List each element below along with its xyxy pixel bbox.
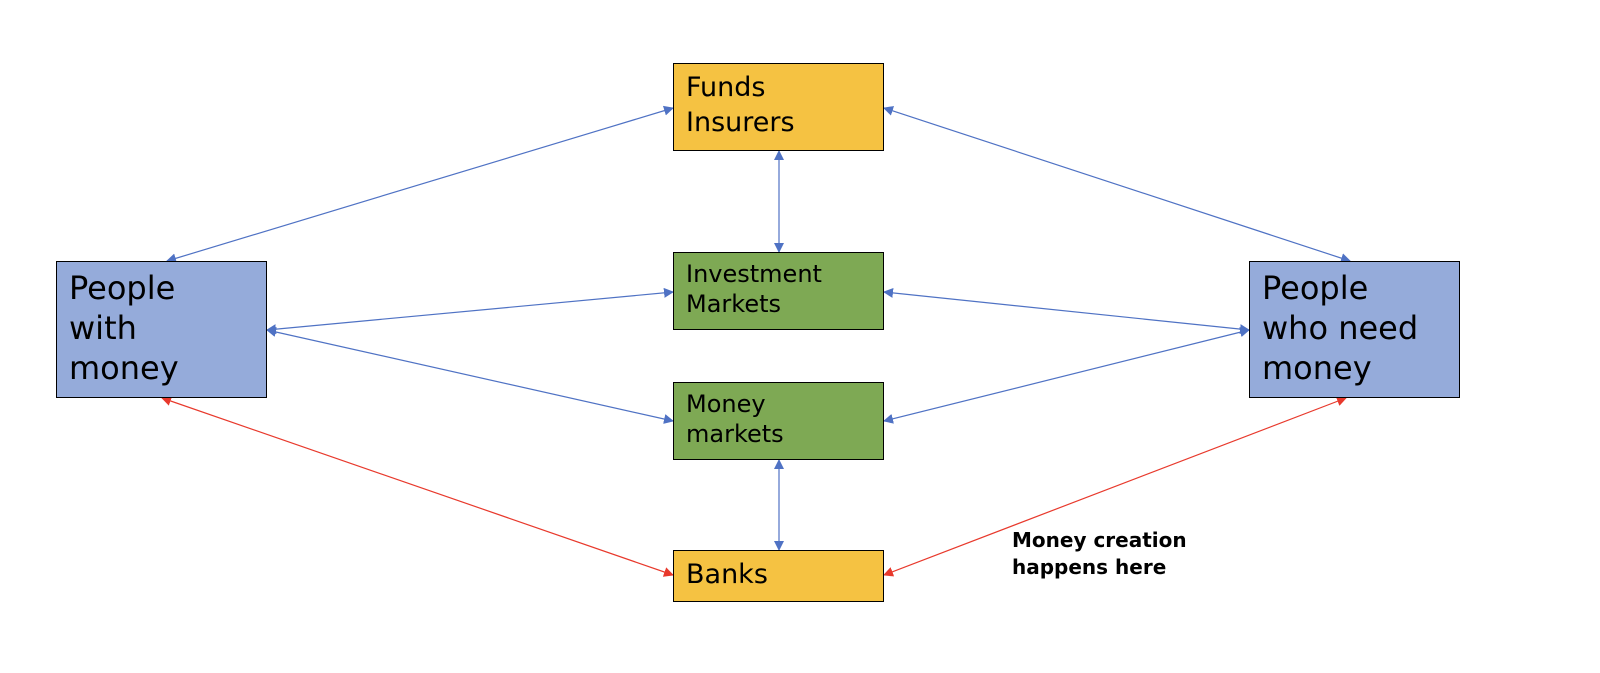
node-money-markets: Money markets [673,382,884,460]
node-label-line: with [69,309,137,347]
node-label-line: People [69,269,176,307]
node-label-line: who need [1262,309,1419,347]
arrow-banks-to-people-who-need-money [883,396,1347,577]
node-funds-insurers: Funds Insurers [673,63,884,151]
node-label-line: Markets [686,290,782,318]
node-label-line: Insurers [686,107,795,138]
annotation-line: Money creation [1012,528,1187,552]
node-label-line: Funds [686,72,766,103]
arrow-investment-markets-to-people-who-need-money [883,287,1250,335]
node-label-line: money [1262,349,1372,387]
arrow-people-with-money-to-money-markets [266,327,674,424]
arrow-people-with-money-to-banks [161,396,674,577]
arrow-people-with-money-to-funds [166,105,674,264]
arrow-funds-to-people-who-need-money [883,106,1351,263]
arrow-people-with-money-to-investment-markets [266,287,674,335]
node-people-with-money: People with money [56,261,267,398]
node-people-who-need-money: People who need money [1249,261,1460,398]
node-label-line: Banks [686,559,768,590]
node-label-line: People [1262,269,1369,307]
money-creation-annotation: Money creation happens here [1012,527,1187,581]
arrow-money-markets-to-people-who-need-money [883,327,1250,424]
node-label-line: money [69,349,179,387]
node-label-line: markets [686,420,784,448]
annotation-line: happens here [1012,555,1167,579]
node-investment-markets: Investment Markets [673,252,884,330]
node-banks: Banks [673,550,884,602]
node-label-line: Money [686,390,766,418]
node-label-line: Investment [686,260,822,288]
